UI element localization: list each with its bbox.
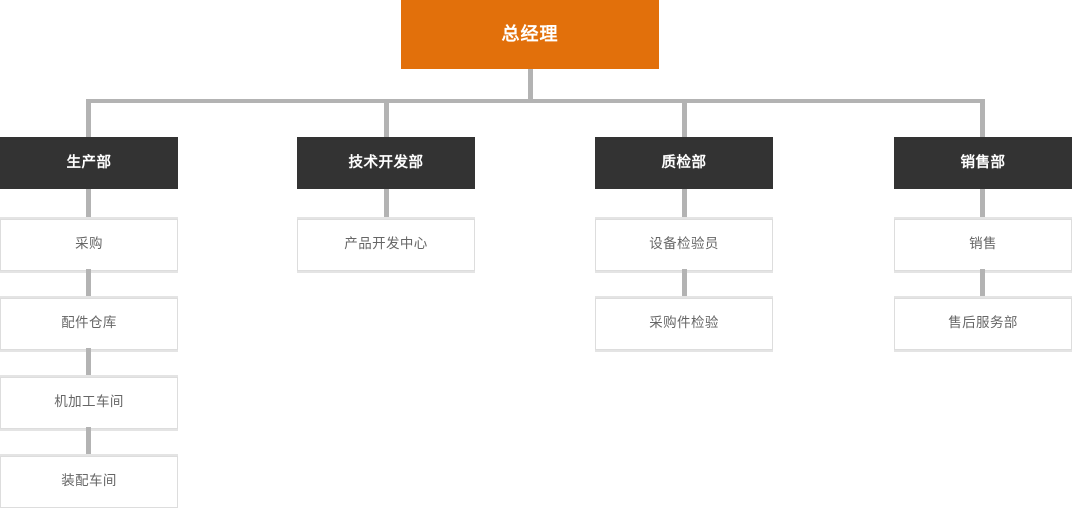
org-node-dept-2[interactable]: 技术开发部: [297, 137, 475, 189]
org-node-dept-1-child-3-label: 机加工车间: [54, 394, 124, 411]
connector-dept-4-to-child-1: [980, 189, 985, 221]
org-node-dept-3-child-1[interactable]: 设备检验员: [595, 219, 773, 271]
connector-bus-to-dept-4: [980, 99, 985, 139]
connector-dept-1-to-child-1: [86, 189, 91, 221]
connector-dept-3-to-child-1: [682, 189, 687, 221]
connector-dept-3-child-1-to-child-2: [682, 269, 687, 301]
org-node-dept-1-child-4[interactable]: 装配车间: [0, 456, 178, 508]
org-node-dept-1-child-2-label: 配件仓库: [61, 315, 117, 332]
org-node-dept-4-child-1[interactable]: 销售: [894, 219, 1072, 271]
org-node-dept-2-label: 技术开发部: [348, 154, 424, 171]
org-node-dept-4-child-2-label: 售后服务部: [948, 315, 1018, 332]
org-node-dept-3[interactable]: 质检部: [595, 137, 773, 189]
connector-bus-to-dept-3: [682, 99, 687, 139]
org-node-root[interactable]: 总经理: [401, 0, 659, 69]
connector-dept-1-child-3-to-child-4: [86, 427, 91, 459]
org-node-dept-3-child-2-label: 采购件检验: [649, 315, 719, 332]
org-node-dept-1-child-4-label: 装配车间: [61, 473, 117, 490]
org-node-dept-2-child-1[interactable]: 产品开发中心: [297, 219, 475, 271]
connector-root-drop: [528, 69, 533, 102]
org-node-dept-1-child-1-label: 采购: [75, 236, 103, 253]
org-node-dept-1-label: 生产部: [66, 154, 112, 171]
connector-dept-1-child-2-to-child-3: [86, 348, 91, 380]
org-node-dept-1-child-2[interactable]: 配件仓库: [0, 298, 178, 350]
connector-bus-to-dept-1: [86, 99, 91, 139]
org-node-dept-1-child-3[interactable]: 机加工车间: [0, 377, 178, 429]
org-node-dept-3-child-1-label: 设备检验员: [649, 236, 719, 253]
connector-dept-4-child-1-to-child-2: [980, 269, 985, 301]
org-node-dept-1-child-1[interactable]: 采购: [0, 219, 178, 271]
connector-bus-to-dept-2: [384, 99, 389, 139]
org-node-dept-4-child-1-label: 销售: [969, 236, 997, 253]
org-node-dept-1[interactable]: 生产部: [0, 137, 178, 189]
org-node-dept-4-child-2[interactable]: 售后服务部: [894, 298, 1072, 350]
org-node-dept-4-label: 销售部: [960, 154, 1006, 171]
org-node-dept-4[interactable]: 销售部: [894, 137, 1072, 189]
org-node-root-label: 总经理: [501, 23, 559, 45]
org-node-dept-3-label: 质检部: [661, 154, 707, 171]
connector-bus-horizontal: [86, 99, 985, 103]
org-node-dept-3-child-2[interactable]: 采购件检验: [595, 298, 773, 350]
org-node-dept-2-child-1-label: 产品开发中心: [344, 236, 428, 253]
connector-dept-1-child-1-to-child-2: [86, 269, 91, 301]
connector-dept-2-to-child-1: [384, 189, 389, 221]
